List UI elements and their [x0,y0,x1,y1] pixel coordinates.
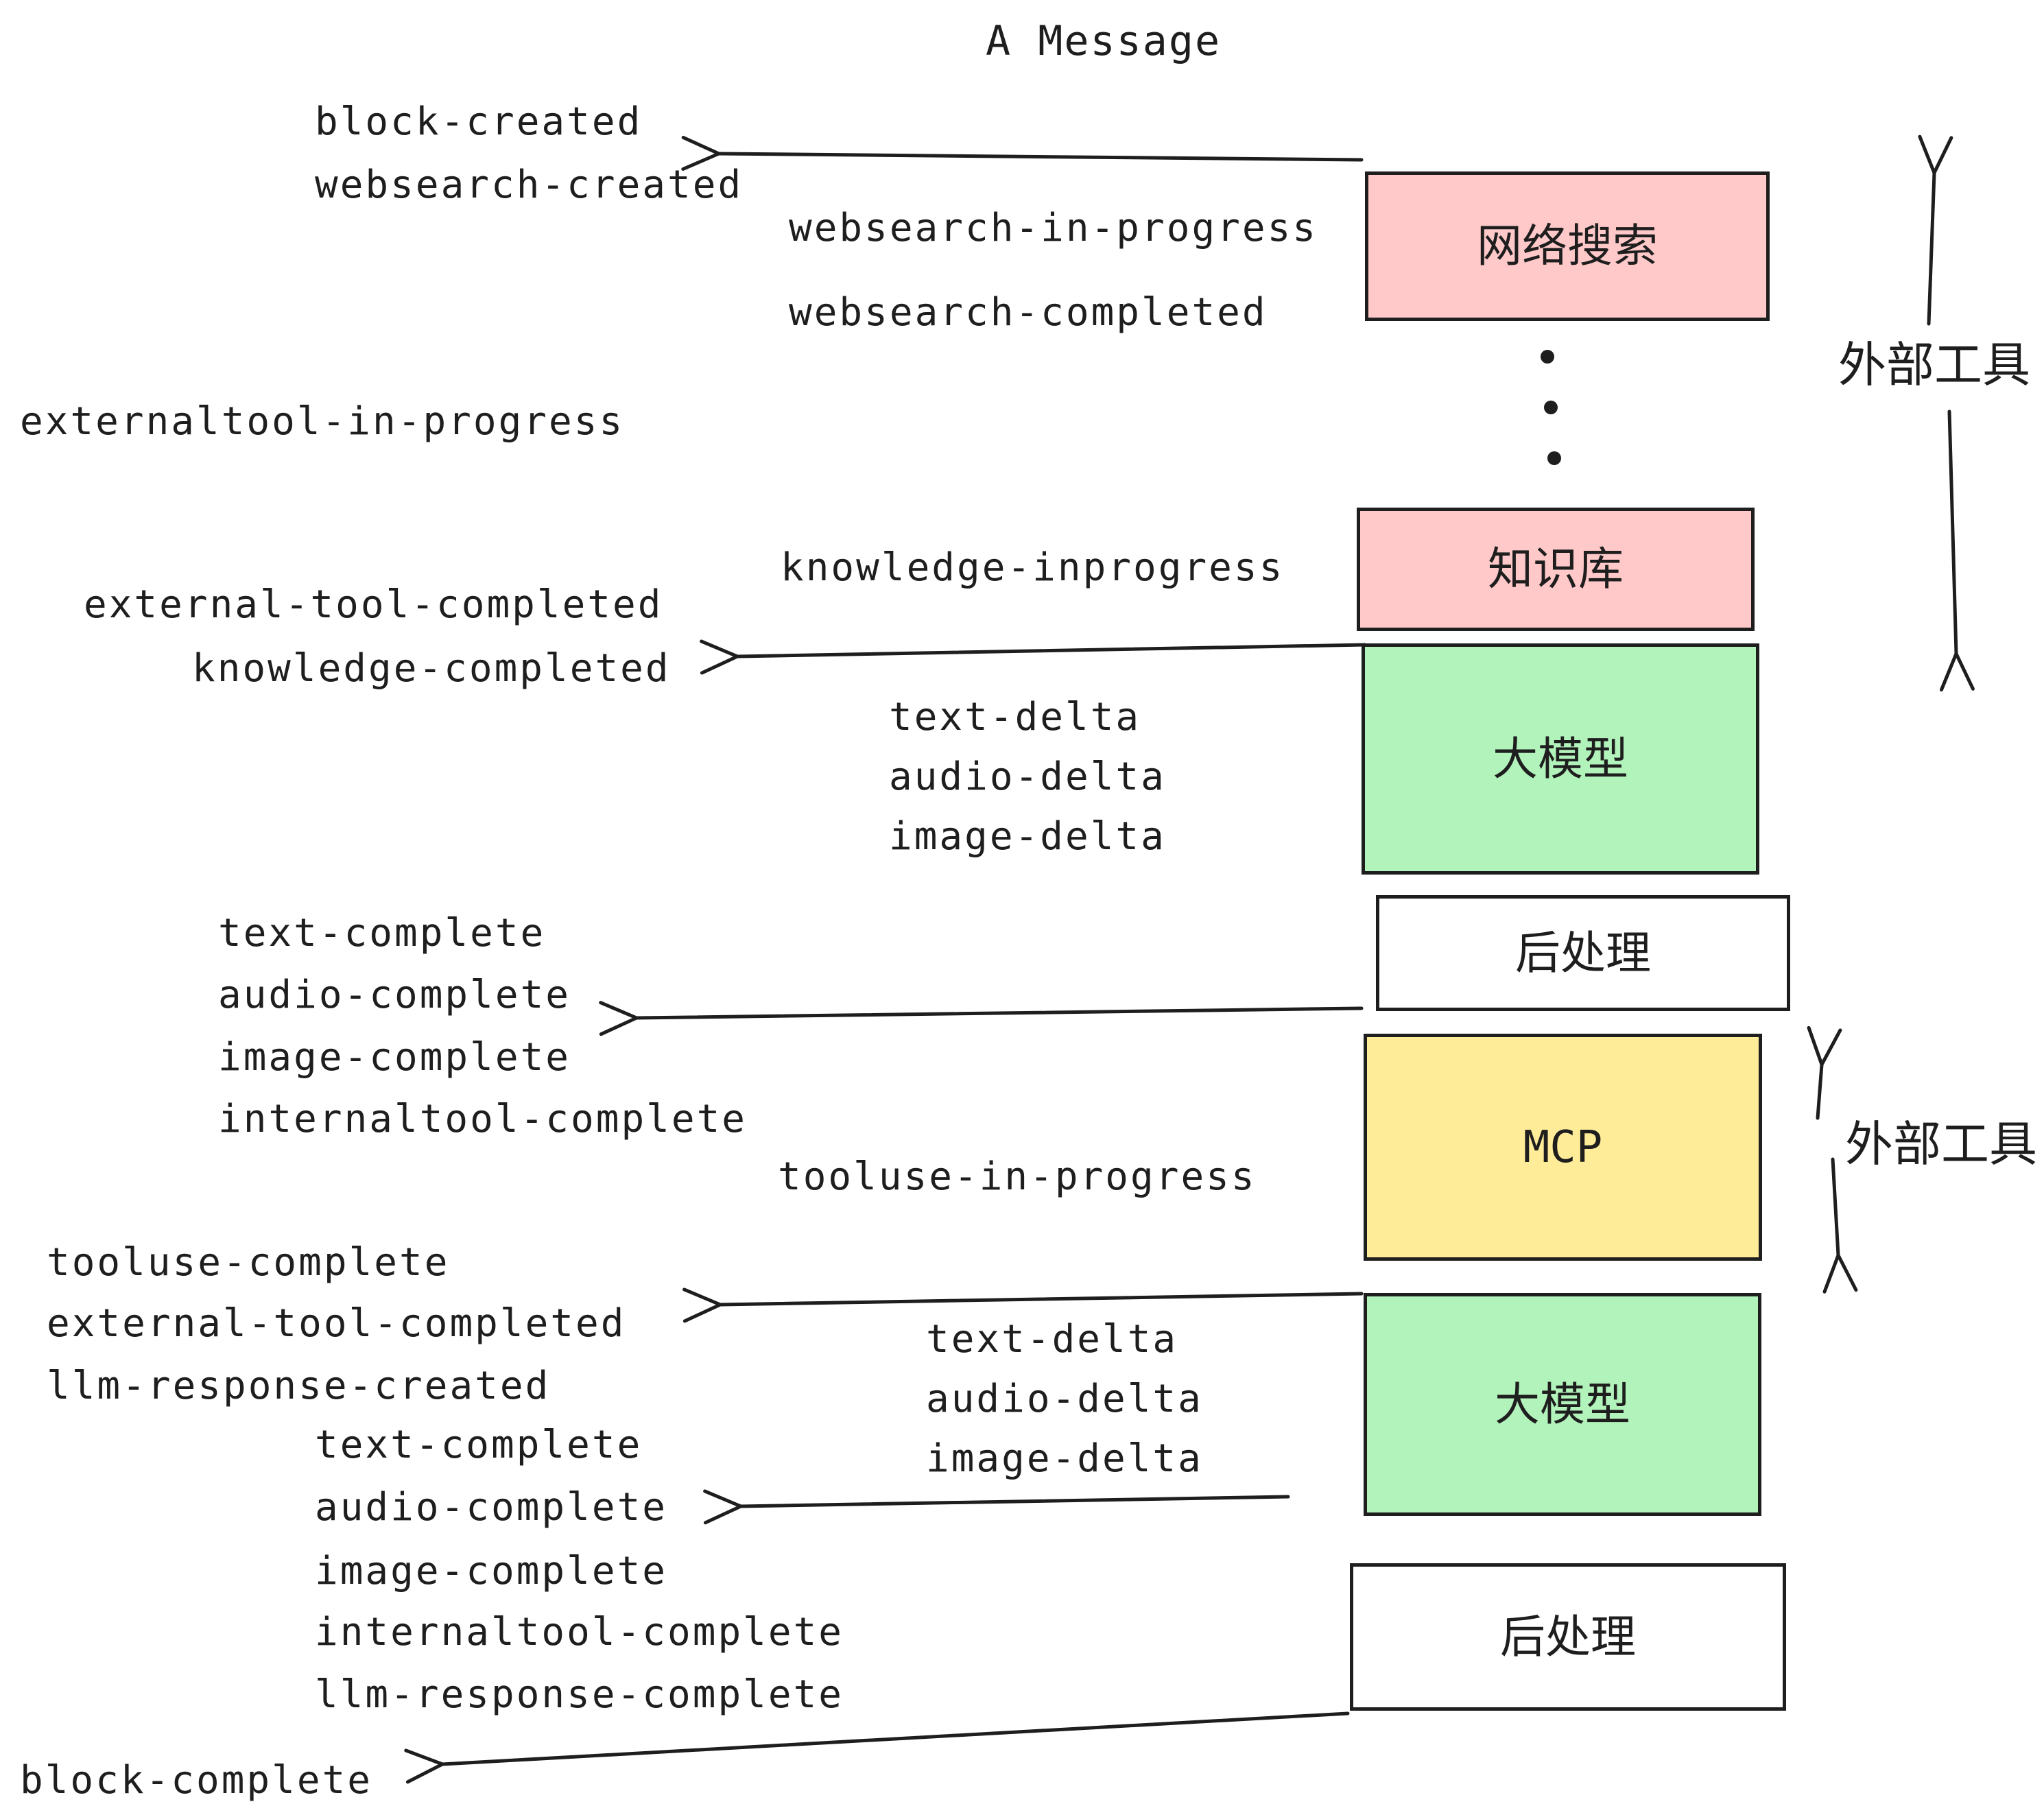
mcp-external-tools-up-arrow [1807,1025,1842,1120]
event-websearch-in-progress: websearch-in-progress [789,206,1318,250]
arrow-to-knowledge-completed [700,639,1367,675]
arrow-to-audio-complete [703,1489,1290,1525]
external-tools-down-arrow [1939,410,1975,692]
event-image-delta-2: image-delta [926,1436,1203,1481]
arrow-to-tooluse-complete [682,1287,1364,1323]
event-image-complete-1: image-complete [218,1035,571,1080]
event-tooluse-complete: tooluse-complete [47,1240,450,1285]
event-image-delta-1: image-delta [889,814,1166,859]
external-tools-label-top: 外部工具 [1838,337,2030,393]
event-text-delta-1: text-delta [889,695,1141,739]
box-postprocess-2-label: 后处理 [1500,1610,1636,1663]
box-llm-2: 大模型 [1364,1293,1761,1516]
box-llm-1: 大模型 [1362,643,1759,875]
box-mcp-label: MCP [1523,1121,1603,1173]
arrow-to-block-complete [404,1711,1350,1784]
event-text-delta-2: text-delta [926,1317,1178,1362]
box-mcp: MCP [1364,1034,1762,1261]
event-text-complete-1: text-complete [218,911,546,956]
event-audio-complete-2: audio-complete [315,1485,668,1530]
event-image-complete-2: image-complete [315,1549,668,1593]
event-audio-delta-1: audio-delta [889,755,1166,799]
box-knowledge-label: 知识库 [1488,543,1624,595]
event-websearch-created: websearch-created [315,163,744,207]
external-tools-up-arrow [1918,134,1953,326]
box-postprocess-1-label: 后处理 [1515,926,1651,980]
event-external-tool-completed-1: external-tool-completed [84,582,663,627]
event-internaltool-complete-2: internaltool-complete [315,1610,844,1654]
arrow-to-image-complete [599,1001,1364,1036]
mcp-external-tools-down-arrow [1822,1157,1858,1294]
event-knowledge-completed: knowledge-completed [192,646,671,691]
event-text-complete-2: text-complete [315,1423,643,1467]
event-tooluse-in-progress: tooluse-in-progress [778,1154,1257,1199]
event-block-created: block-created [315,99,643,144]
event-llm-response-created: llm-response-created [47,1364,551,1408]
event-internaltool-complete-1: internaltool-complete [218,1097,748,1141]
arrow-websearch-to-block-created [681,136,1364,171]
vertical-ellipsis-icon [1541,350,1561,465]
event-audio-complete-1: audio-complete [218,973,571,1017]
box-knowledge: 知识库 [1357,508,1755,631]
box-websearch: 网络搜索 [1365,171,1770,321]
event-audio-delta-2: audio-delta [926,1377,1203,1421]
box-llm-2-label: 大模型 [1495,1377,1630,1431]
box-postprocess-2: 后处理 [1350,1563,1786,1711]
event-websearch-completed: websearch-completed [789,290,1268,335]
page-title: A Message [986,17,1222,65]
box-websearch-label: 网络搜索 [1477,219,1658,272]
event-external-tool-completed-2: external-tool-completed [47,1301,626,1346]
event-block-complete: block-complete [20,1758,373,1803]
event-externaltool-in-progress: externaltool-in-progress [20,399,625,444]
box-llm-1-label: 大模型 [1493,732,1628,785]
external-tools-label-mcp: 外部工具 [1845,1116,2037,1172]
box-postprocess-1: 后处理 [1376,895,1790,1011]
event-llm-response-complete: llm-response-complete [315,1672,844,1717]
event-knowledge-inprogress: knowledge-inprogress [781,545,1285,590]
